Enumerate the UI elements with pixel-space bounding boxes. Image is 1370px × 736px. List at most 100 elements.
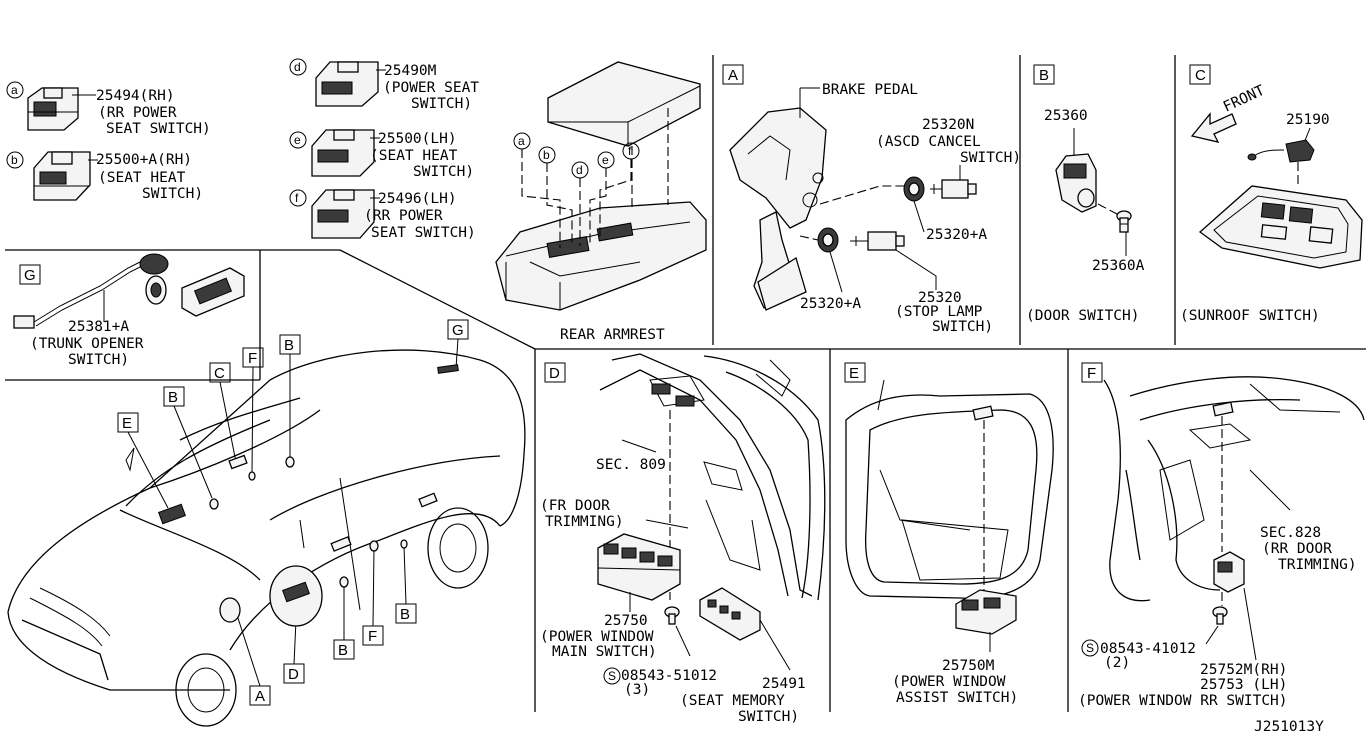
part-e-number: 25500(LH) [378,131,457,147]
car-label-b-top: B [284,337,294,354]
panel-c-letter: C [1195,67,1206,84]
power-window-rr-switch-icon [1213,551,1245,593]
seat-memory-desc-2: SWITCH) [738,709,799,725]
panel-d-letter-box [544,362,566,383]
assist-switch-number: 25750M [942,658,995,674]
trunk-opener-desc-1: (TRUNK OPENER [30,336,144,352]
rr-door-trim-sec: SEC.828 [1260,525,1321,541]
lower-stopper-clip-icon [817,227,839,253]
part-a-number: 25494(RH) [96,88,175,104]
fr-door-trim-desc-1: (FR DOOR [540,498,610,514]
panel-f: F SEC.828 (RR DOOR TRIMMING) S 08 [1078,362,1365,709]
car-label-b-rear: B [400,606,410,623]
callout-b-letter: b [11,153,18,167]
door-switch-caption: (DOOR SWITCH) [1026,308,1140,324]
power-seat-switch-icon [315,61,379,107]
part-b-number: 25500+A(RH) [96,152,192,168]
part-d-desc-2: SWITCH) [411,96,472,112]
callout-d-circle [289,58,307,76]
panel-d-letter: D [549,365,560,382]
rr-power-seat-switch-rh-icon [27,87,79,131]
rr-switch-number-rh: 25752M(RH) [1200,662,1287,678]
part-f-group: f 25496(LH) (RR POWER SEAT SWITCH) [289,189,476,241]
stop-lamp-desc-1: (STOP LAMP [895,304,983,320]
rear-armrest-group: a b d e f REAR ARMREST [495,61,707,343]
passenger-door-trim-icon [845,379,1054,599]
main-switch-desc-1: (POWER WINDOW [540,629,654,645]
power-window-main-switch-icon [597,533,681,601]
fr-door-trim-desc-2: TRIMMING) [545,514,624,530]
panel-f-letter: F [1087,365,1096,382]
panel-f-letter-box [1081,362,1103,383]
callout-e-circle [289,131,307,149]
ascd-desc-2: SWITCH) [960,150,1021,166]
car-body-icon [7,349,526,727]
rr-door-trim-desc-2: TRIMMING) [1278,557,1357,573]
seat-heat-switch-rh-icon [33,151,91,201]
rear-armrest-label: REAR ARMREST [560,327,665,343]
trunk-opener-desc-2: SWITCH) [68,352,129,368]
panel-d: D SEC. 809 (FR DOOR TRIMMING) 2 [540,353,826,725]
main-switch-number: 25750 [604,613,648,629]
panel-a-letter-box [722,64,744,85]
panel-e: E 25750M (POWER WINDOW ASSIST SWITCH) [844,362,1054,706]
door-switch-icon [1055,153,1097,213]
part-f-desc-2: SEAT SWITCH) [371,225,476,241]
sunroof-console-icon [1198,185,1363,269]
brake-pedal-label: BRAKE PEDAL [822,82,918,98]
screw-spec-qty-d: (3) [624,682,650,698]
rr-door-trim-desc-1: (RR DOOR [1262,541,1332,557]
brake-pedal-icon [729,107,827,311]
part-e-desc-2: SWITCH) [413,164,474,180]
part-e-group: e 25500(LH) (SEAT HEAT SWITCH) [289,129,474,180]
armrest-callout-e: e [602,153,609,167]
rr-switch-number-lh: 25753 (LH) [1200,677,1287,693]
callout-a-letter: a [11,83,18,97]
part-d-number: 25490M [384,63,437,79]
clip-upper-number: 25320+A [926,227,987,243]
door-switch-screw-number: 25360A [1092,258,1145,274]
screw-spec-qty-f: (2) [1104,655,1130,671]
ascd-cancel-switch-icon [930,179,977,199]
panel-g-letter: G [24,267,36,284]
screw-spec-number-d: 08543-51012 [621,668,717,684]
part-f-desc-1: (RR POWER [364,208,443,224]
armrest-callout-f: f [628,144,632,158]
panel-a-letter: A [728,67,738,84]
callout-f-circle [289,189,307,207]
callout-b-circle [6,151,24,169]
door-switch-screw-icon [1116,210,1132,233]
part-a-group: a 25494(RH) (RR POWER SEAT SWITCH) [6,81,211,137]
panel-e-letter-box [844,362,866,383]
part-b-desc-2: SWITCH) [142,186,203,202]
car-label-a: A [255,688,265,705]
car-label-b-low: B [338,642,348,659]
sunroof-switch-caption: (SUNROOF SWITCH) [1180,308,1320,324]
sunroof-switch-number: 25190 [1286,112,1330,128]
armrest-body-icon [495,201,707,311]
callout-a-circle [6,81,24,99]
screw-spec-mark-f: S [1086,641,1094,655]
front-arrow-icon [1190,112,1237,143]
rr-screw-spec-circle [1081,639,1099,657]
part-f-number: 25496(LH) [378,191,457,207]
stop-lamp-switch-icon [850,231,905,251]
panel-b-letter-box [1033,64,1055,85]
panel-a: A BRAKE PEDAL 25320N (ASCD CANCEL SWITCH… [722,64,1021,335]
part-d-desc-1: (POWER SEAT [383,80,479,96]
part-a-desc-2: SEAT SWITCH) [106,121,211,137]
seat-memory-number: 25491 [762,676,806,692]
panel-g-letter-box [19,264,41,285]
seat-memory-switch-icon [699,587,761,641]
car-label-e: E [122,415,132,432]
car-label-b-mid: B [168,389,178,406]
rr-screw-icon [1212,606,1228,625]
panel-e-letter: E [849,365,859,382]
armrest-callout-a: a [518,134,525,148]
panel-borders [5,55,1366,712]
armrest-callout-b: b [543,148,550,162]
part-b-group: b 25500+A(RH) (SEAT HEAT SWITCH) [6,151,203,202]
armrest-callout-d: d [576,163,583,177]
car-label-f-top: F [248,350,257,367]
car-label-g: G [452,322,464,339]
